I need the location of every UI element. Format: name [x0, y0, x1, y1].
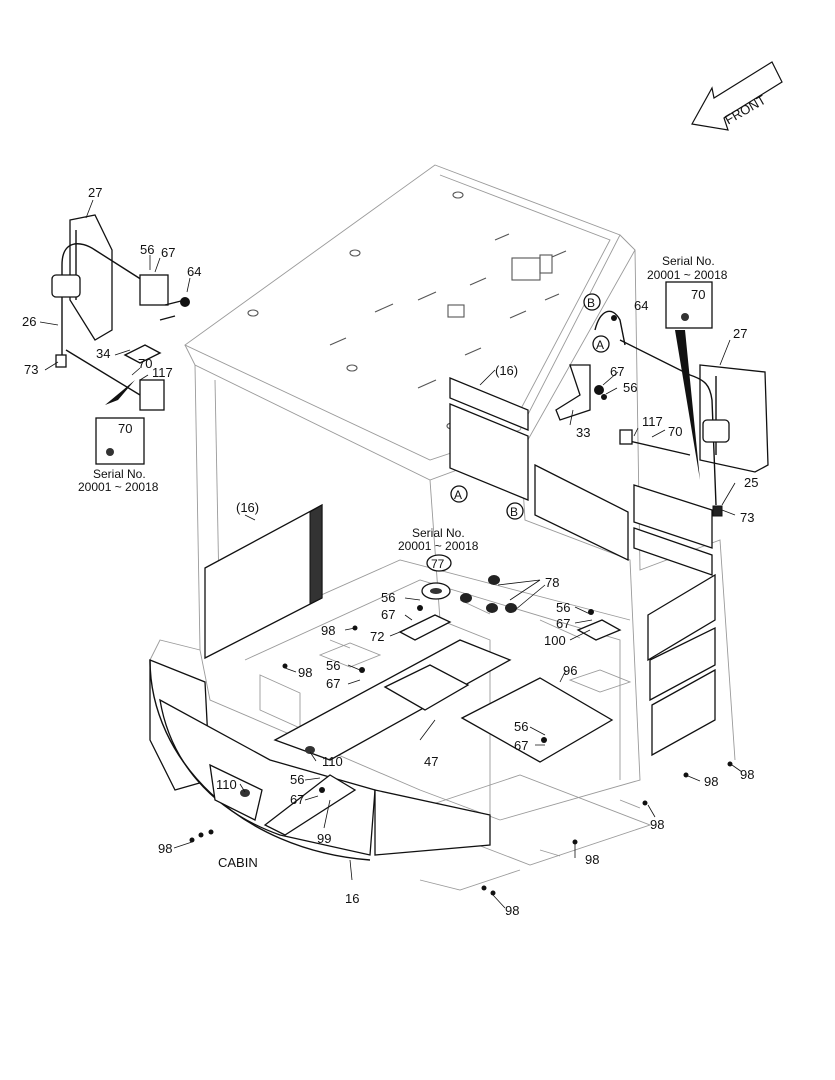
callout-67-b: 67: [610, 364, 624, 379]
floor-plates: [273, 575, 622, 819]
callout-78: 78: [545, 575, 559, 590]
callout-70-b: 70: [668, 424, 682, 439]
callout-73-left: 73: [24, 362, 38, 377]
callout-67-d: 67: [381, 607, 395, 622]
callout-98-d: 98: [650, 817, 664, 832]
callout-98-a: 98: [321, 623, 335, 638]
serial-left-part: 70: [118, 421, 132, 436]
callout-98-c: 98: [158, 841, 172, 856]
callout-56-d: 56: [381, 590, 395, 605]
callout-56-a: 56: [140, 242, 154, 257]
callout-67-c: 67: [556, 616, 570, 631]
detail-markers: A B A B 77: [426, 293, 610, 572]
callout-27-left: 27: [88, 185, 102, 200]
serial-center-line1: Serial No.: [412, 526, 465, 540]
callout-98-e: 98: [585, 852, 599, 867]
cabin-label: CABIN: [218, 855, 258, 870]
marker-a-1: A: [454, 488, 462, 502]
callout-16: 16: [345, 891, 359, 906]
front-lower-panels: [149, 659, 491, 861]
callout-67-g: 67: [290, 792, 304, 807]
callout-117-b: 117: [642, 414, 663, 429]
callout-16-paren-roof: (16): [495, 363, 518, 378]
callout-27-right: 27: [733, 326, 747, 341]
callout-64-b: 64: [634, 298, 648, 313]
callout-110-b: 110: [216, 777, 237, 792]
serial-right-part: 70: [691, 287, 705, 302]
callout-110-a: 110: [322, 754, 343, 769]
cabin-roof: [184, 164, 636, 481]
front-arrow: FRONT: [691, 61, 783, 131]
callout-56-b: 56: [623, 380, 637, 395]
callout-67-e: 67: [326, 676, 340, 691]
fasteners: [189, 605, 733, 896]
callout-100: 100: [544, 633, 566, 648]
insulation-panels: [204, 377, 716, 757]
serial-right-line2: 20001 ~ 20018: [647, 268, 728, 282]
callout-98-g: 98: [740, 767, 754, 782]
serial-right-line1: Serial No.: [662, 254, 715, 268]
callout-98-b: 98: [298, 665, 312, 680]
part-labels: 27 56 67 64 26 34 73 70 117 70 Serial No…: [22, 185, 758, 918]
callout-96: 96: [563, 663, 577, 678]
callout-33: 33: [576, 425, 590, 440]
callout-56-c: 56: [556, 600, 570, 615]
callout-70-a: 70: [138, 356, 152, 371]
part-77-label: 77: [431, 557, 445, 571]
callout-98-h: 98: [505, 903, 519, 918]
serial-center-line2: 20001 ~ 20018: [398, 539, 479, 553]
left-mirror: [51, 214, 190, 465]
callout-34: 34: [96, 346, 110, 361]
callout-67-f: 67: [514, 738, 528, 753]
callout-117-a: 117: [152, 365, 173, 380]
callout-16-paren-left: (16): [236, 500, 259, 515]
serial-left-line1: Serial No.: [93, 467, 146, 481]
callout-73-right: 73: [740, 510, 754, 525]
marker-a-2: A: [596, 338, 604, 352]
leader-lines: [39, 199, 743, 909]
callout-64-a: 64: [187, 264, 201, 279]
callout-25: 25: [744, 475, 758, 490]
serial-left-line2: 20001 ~ 20018: [78, 480, 159, 494]
callout-99: 99: [317, 831, 331, 846]
callout-56-f: 56: [514, 719, 528, 734]
callout-56-e: 56: [326, 658, 340, 673]
callout-98-f: 98: [704, 774, 718, 789]
right-mirror: [555, 281, 769, 517]
callout-56-g: 56: [290, 772, 304, 787]
cabin-frame: [149, 249, 736, 891]
marker-b-1: B: [510, 505, 518, 519]
callout-26: 26: [22, 314, 36, 329]
callout-47: 47: [424, 754, 438, 769]
callout-72: 72: [370, 629, 384, 644]
callout-67-a: 67: [161, 245, 175, 260]
marker-b-2: B: [587, 296, 595, 310]
